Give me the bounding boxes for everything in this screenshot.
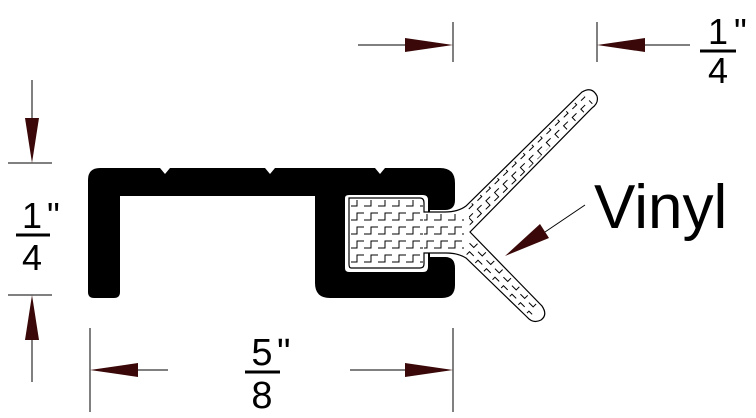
- svg-text:4: 4: [22, 237, 42, 278]
- top-dimension: [358, 22, 690, 62]
- arrow-left-icon: [597, 38, 645, 52]
- arrow-right-icon: [405, 38, 453, 52]
- vinyl-leader-arrow-icon: [505, 224, 549, 256]
- svg-text:": ": [47, 195, 60, 236]
- arrow-down-icon: [25, 118, 39, 163]
- svg-text:": ": [277, 332, 291, 374]
- vinyl-insert: [348, 89, 599, 323]
- svg-text:5: 5: [251, 332, 272, 374]
- arrow-left-icon: [90, 363, 138, 377]
- svg-text:4: 4: [708, 50, 728, 91]
- height-dimension-label: 1 4 ": [16, 195, 60, 278]
- left-dimension: [8, 80, 52, 382]
- width-dimension-label: 5 8 ": [245, 332, 291, 417]
- vinyl-leader-line: [544, 204, 586, 233]
- vinyl-label: Vinyl: [594, 173, 727, 242]
- svg-text:": ": [734, 11, 747, 52]
- svg-text:1: 1: [708, 11, 728, 52]
- top-dimension-label: 1 4 ": [700, 11, 747, 91]
- arrow-up-icon: [25, 295, 39, 340]
- metal-profile: [88, 168, 455, 298]
- svg-text:8: 8: [251, 375, 272, 417]
- arrow-right-icon: [405, 363, 453, 377]
- svg-text:1: 1: [22, 195, 42, 236]
